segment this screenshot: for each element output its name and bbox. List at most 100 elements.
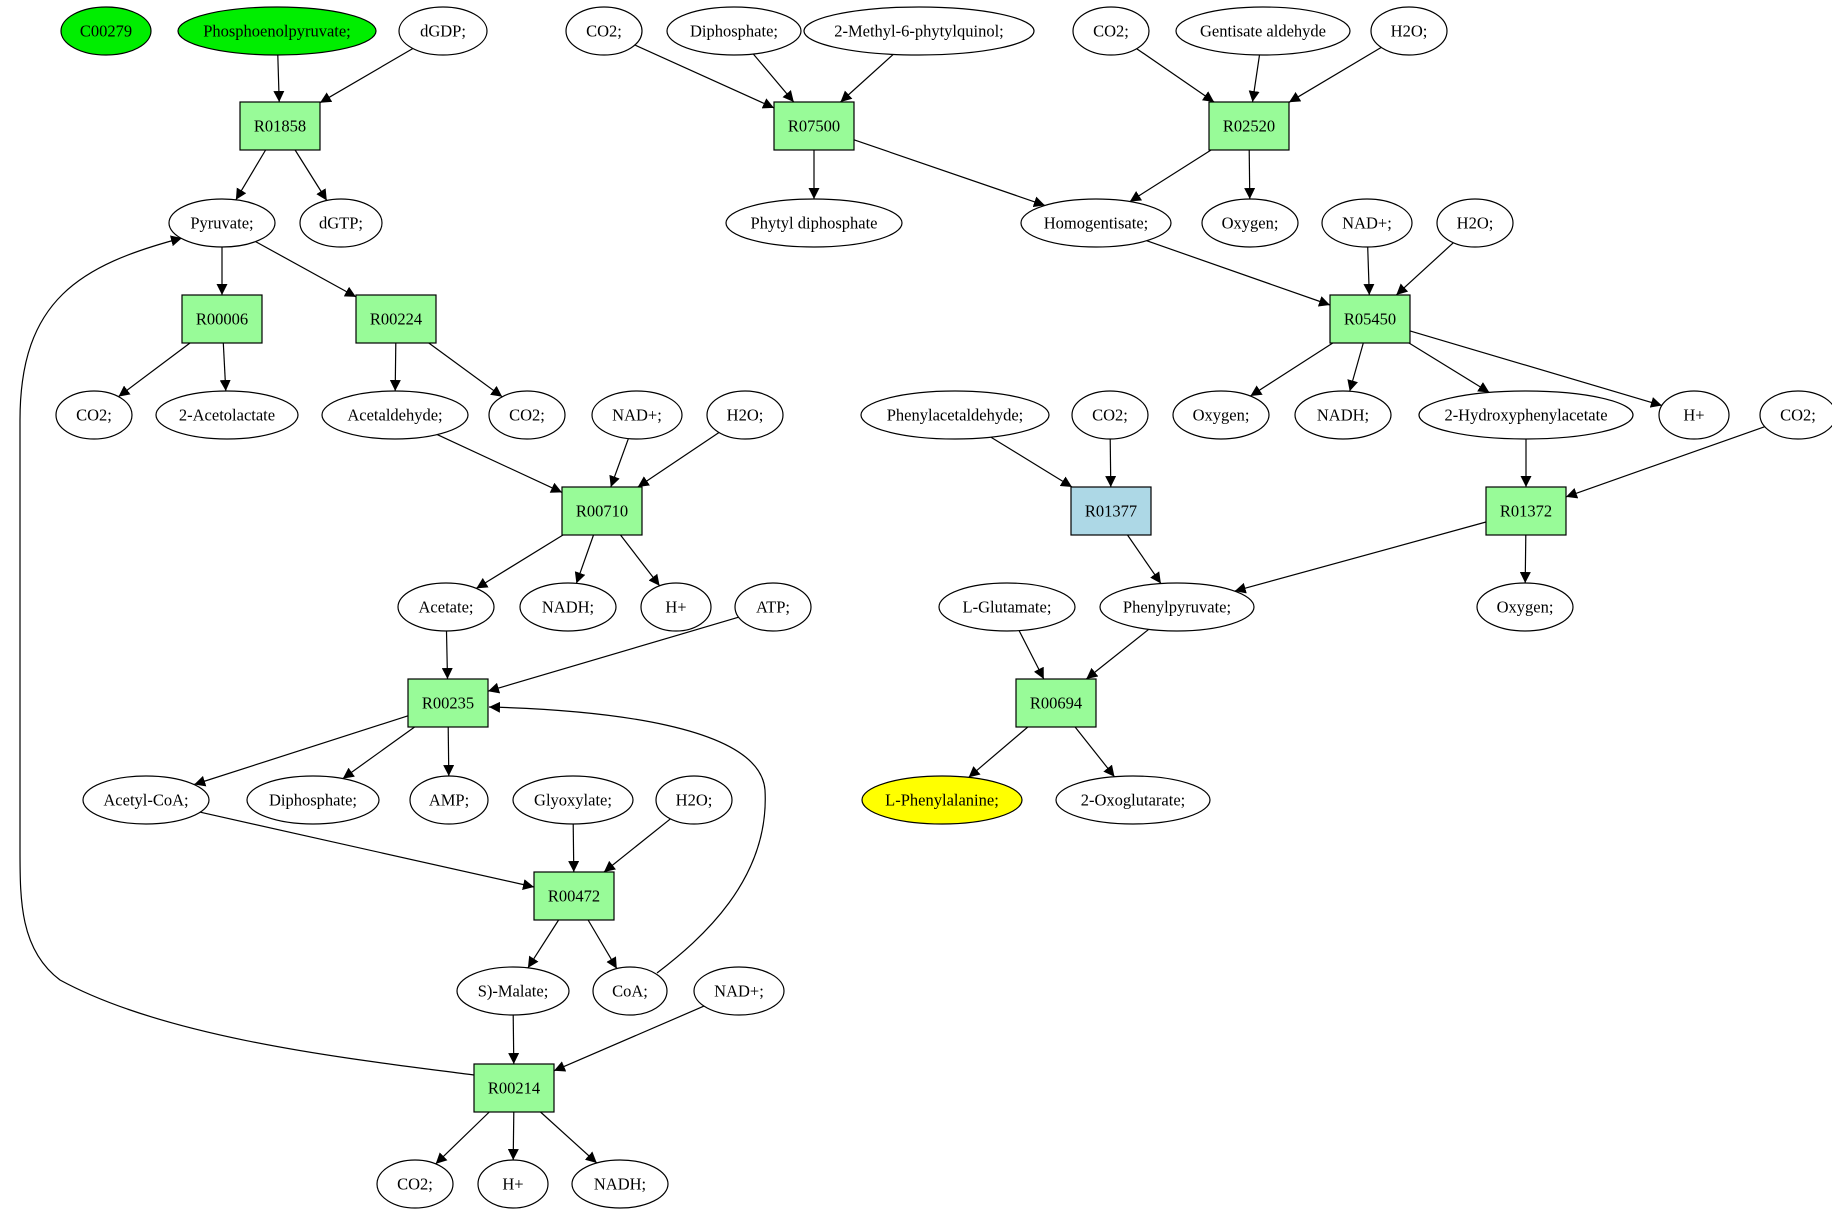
compound-ellipse (519, 582, 617, 632)
compound-node-diphosphate_b[interactable]: Diphosphate; (666, 6, 802, 56)
compound-node-oxygen_b[interactable]: Oxygen; (1172, 390, 1270, 440)
reaction-box (561, 486, 643, 536)
reaction-node-r02520[interactable]: R02520 (1208, 101, 1290, 151)
node-label: NAD+; (1342, 214, 1392, 233)
compound-node-nadh_b[interactable]: NADH; (571, 1159, 669, 1209)
compound-node-gentisatealdehyde[interactable]: Gentisate aldehyde (1175, 6, 1351, 56)
reaction-box (773, 101, 855, 151)
node-label: 2-Oxoglutarate; (1081, 791, 1185, 810)
edge-r00710-to-nadh_a (574, 534, 595, 584)
compound-node-nad_c[interactable]: NAD+; (1321, 198, 1413, 248)
reaction-node-r07500[interactable]: R07500 (773, 101, 855, 151)
compound-node-co2_d[interactable]: CO2; (565, 6, 643, 56)
compound-node-malate[interactable]: S)-Malate; (456, 966, 570, 1016)
compound-ellipse (640, 582, 712, 632)
compound-node-c00279[interactable]: C00279 (60, 6, 152, 56)
compound-node-amp[interactable]: AMP; (409, 775, 489, 825)
reaction-node-r00710[interactable]: R00710 (561, 486, 643, 536)
edge-malate-to-r00214 (508, 1014, 520, 1065)
compound-node-hplus_a[interactable]: H+ (640, 582, 712, 632)
compound-node-atp[interactable]: ATP; (734, 582, 812, 632)
reaction-node-r00214[interactable]: R00214 (473, 1063, 555, 1113)
node-label: Diphosphate; (690, 22, 778, 41)
compound-ellipse (456, 966, 570, 1016)
edge-r00214-to-nadh_b (540, 1111, 598, 1164)
compound-node-pyruvate[interactable]: Pyruvate; (168, 198, 276, 248)
compound-node-h2o_d[interactable]: H2O; (1436, 198, 1514, 248)
compound-node-acetolactate[interactable]: 2-Acetolactate (155, 390, 299, 440)
node-label: 2-Acetolactate (179, 406, 275, 425)
node-label: C00279 (80, 22, 132, 41)
compound-ellipse (706, 390, 784, 440)
compound-node-acetylcoa[interactable]: Acetyl-CoA; (82, 775, 210, 825)
reaction-node-r01858[interactable]: R01858 (239, 101, 321, 151)
compound-node-homogentisate[interactable]: Homogentisate; (1020, 198, 1172, 248)
compound-node-acetate[interactable]: Acetate; (397, 582, 495, 632)
node-label: NADH; (1317, 406, 1369, 425)
edge-r01858-to-dgtp (294, 149, 328, 201)
reaction-box (1208, 101, 1290, 151)
edge-phenylpyruvate-to-r00694 (1085, 628, 1150, 680)
reaction-node-r00694[interactable]: R00694 (1015, 678, 1097, 728)
compound-ellipse (55, 390, 133, 440)
reaction-node-r00006[interactable]: R00006 (181, 294, 263, 344)
compound-node-nadh_c[interactable]: NADH; (1294, 390, 1392, 440)
compound-node-oxygen_a[interactable]: Oxygen; (1201, 198, 1299, 248)
compound-node-h2o_b[interactable]: H2O; (655, 775, 733, 825)
compound-node-nad_b[interactable]: NAD+; (693, 966, 785, 1016)
compound-node-co2_a[interactable]: CO2; (55, 390, 133, 440)
edge-gentisatealdehyde-to-r02520 (1248, 54, 1261, 103)
node-label: CoA; (612, 982, 648, 1001)
compound-node-oxoglutarate[interactable]: 2-Oxoglutarate; (1055, 775, 1211, 825)
reaction-node-r00472[interactable]: R00472 (533, 871, 615, 921)
compound-node-co2_c[interactable]: CO2; (376, 1159, 454, 1209)
compound-node-diphosphate_a[interactable]: Diphosphate; (246, 775, 380, 825)
reaction-node-r01377[interactable]: R01377 (1070, 486, 1152, 536)
edge-r00214-to-hplus_b (507, 1111, 519, 1161)
node-label: Glyoxylate; (534, 791, 612, 810)
compound-ellipse (512, 775, 634, 825)
edge-r00214-to-co2_c (435, 1111, 490, 1165)
node-label: R05450 (1344, 310, 1396, 329)
compound-node-pep[interactable]: Phosphoenolpyruvate; (177, 6, 377, 56)
node-label: H2O; (676, 791, 713, 810)
compound-node-co2_b[interactable]: CO2; (488, 390, 566, 440)
edge-acetate-to-r00235 (441, 630, 453, 680)
compound-node-co2_e[interactable]: CO2; (1072, 6, 1150, 56)
compound-node-co2_g[interactable]: CO2; (1071, 390, 1149, 440)
compound-ellipse (1294, 390, 1392, 440)
node-label: L-Glutamate; (963, 598, 1052, 617)
reaction-node-r00224[interactable]: R00224 (355, 294, 437, 344)
compound-ellipse (1020, 198, 1172, 248)
compound-node-glyoxylate[interactable]: Glyoxylate; (512, 775, 634, 825)
compound-node-nadh_a[interactable]: NADH; (519, 582, 617, 632)
compound-node-phenylpyruvate[interactable]: Phenylpyruvate; (1099, 582, 1255, 632)
compound-node-phytyldiphosphate[interactable]: Phytyl diphosphate (725, 198, 903, 248)
compound-ellipse (565, 6, 643, 56)
compound-node-hplus_c[interactable]: H+ (1658, 390, 1730, 440)
compound-node-coa[interactable]: CoA; (592, 966, 668, 1016)
compound-node-co2_f[interactable]: CO2; (1759, 390, 1832, 440)
edge-r01377-to-phenylpyruvate (1127, 534, 1162, 584)
compound-node-acetaldehyde[interactable]: Acetaldehyde; (321, 390, 469, 440)
compound-node-lglutamate[interactable]: L-Glutamate; (938, 582, 1076, 632)
compound-node-methylphytylquinol[interactable]: 2-Methyl-6-phytylquinol; (803, 6, 1035, 56)
compound-node-phenylacetaldehyde[interactable]: Phenylacetaldehyde; (860, 390, 1050, 440)
edge-diphosphate_b-to-r07500 (752, 53, 795, 103)
compound-node-oxygen_c[interactable]: Oxygen; (1476, 582, 1574, 632)
reaction-node-r00235[interactable]: R00235 (407, 678, 489, 728)
node-label: S)-Malate; (478, 982, 549, 1001)
compound-node-h2o_a[interactable]: H2O; (706, 390, 784, 440)
compound-node-hydroxyphenylacetate[interactable]: 2-Hydroxyphenylacetate (1418, 390, 1634, 440)
compound-node-h2o_c[interactable]: H2O; (1370, 6, 1448, 56)
compound-node-hplus_b[interactable]: H+ (477, 1159, 549, 1209)
edge-r00006-to-acetolactate (219, 342, 231, 392)
compound-node-lphenylalanine[interactable]: L-Phenylalanine; (861, 775, 1023, 825)
node-label: H+ (665, 598, 686, 617)
edge-r00235-to-amp (443, 726, 455, 777)
compound-node-dgtp[interactable]: dGTP; (299, 198, 383, 248)
reaction-node-r05450[interactable]: R05450 (1329, 294, 1411, 344)
reaction-node-r01372[interactable]: R01372 (1485, 486, 1567, 536)
compound-node-dgdp[interactable]: dGDP; (398, 6, 488, 56)
compound-node-nad_a[interactable]: NAD+; (591, 390, 683, 440)
